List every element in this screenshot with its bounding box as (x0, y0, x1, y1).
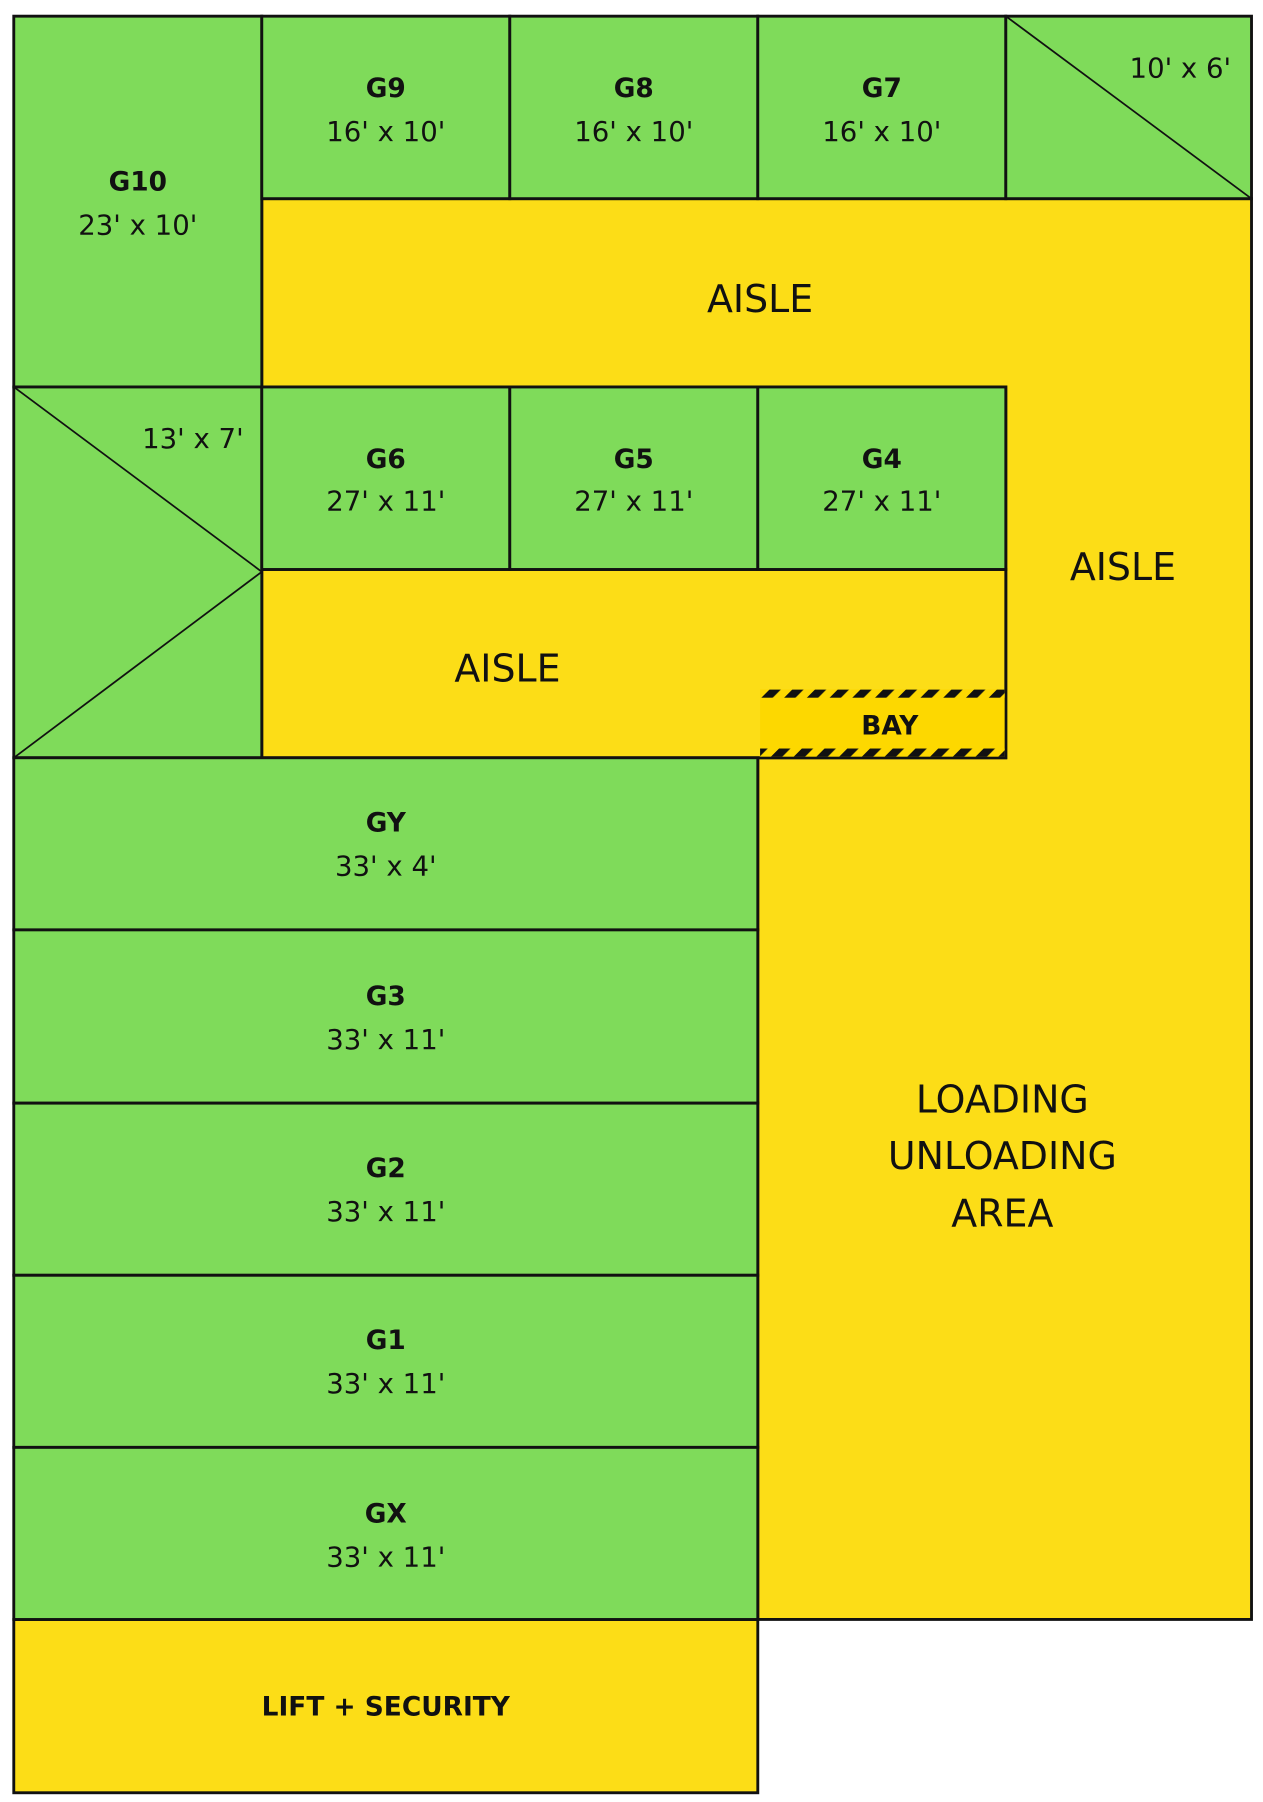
aisle-right-label: AISLE (1070, 545, 1176, 589)
unit-g10[interactable] (12, 14, 264, 389)
unit-size: 16' x 10' (574, 115, 693, 148)
unit-size: 27' x 11' (574, 484, 693, 517)
unit-g4[interactable] (756, 385, 1008, 571)
aisle-middle-label: AISLE (454, 646, 560, 690)
unit-label: G2 (366, 1153, 406, 1184)
unit-gx[interactable] (12, 1445, 760, 1621)
bay[interactable] (760, 689, 1005, 757)
unit-g8[interactable] (508, 14, 760, 201)
unit-label: G7 (862, 73, 902, 104)
unit-g9[interactable] (260, 14, 512, 201)
unit-label: G10 (109, 167, 167, 198)
unit-label: G3 (366, 981, 406, 1012)
unit-g6[interactable] (260, 385, 512, 571)
unit-corner-left[interactable] (12, 385, 264, 760)
aisle-top-label: AISLE (707, 277, 813, 321)
unit-size: 33' x 11' (326, 1367, 445, 1400)
bay-label: BAY (861, 711, 919, 742)
loading-area-label: AREA (951, 1192, 1053, 1236)
unit-label: GY (366, 808, 407, 839)
diagonal-line (1005, 15, 1253, 200)
unit-label: GX (365, 1498, 407, 1529)
unit-size: 13' x 7' (142, 422, 244, 455)
loading-area-label: LOADING (916, 1077, 1089, 1121)
unit-label: G1 (366, 1325, 406, 1356)
unit-label: G8 (614, 73, 654, 104)
unit-size: 33' x 11' (326, 1195, 445, 1228)
unit-g2[interactable] (12, 1101, 760, 1277)
unit-label: G5 (614, 444, 654, 475)
loading-area-label: UNLOADING (888, 1134, 1117, 1178)
lift-security-label: LIFT + SECURITY (262, 1691, 511, 1722)
unit-size: 33' x 4' (335, 850, 437, 883)
unit-size: 10' x 6' (1130, 51, 1232, 84)
unit-size: 27' x 11' (326, 484, 445, 517)
diagonal-line (13, 571, 263, 759)
unit-size: 33' x 11' (326, 1023, 445, 1056)
unit-size: 27' x 11' (822, 484, 941, 517)
unit-label: G4 (862, 444, 902, 475)
unit-size: 16' x 10' (822, 115, 941, 148)
unit-label: G6 (366, 444, 406, 475)
unit-gy[interactable] (12, 756, 760, 932)
unit-size: 33' x 11' (326, 1540, 445, 1573)
unit-g7[interactable] (756, 14, 1008, 201)
unit-size: 16' x 10' (326, 115, 445, 148)
unit-size: 23' x 10' (78, 208, 197, 241)
unit-g5[interactable] (508, 385, 760, 571)
unit-label: G9 (366, 73, 406, 104)
unit-g1[interactable] (12, 1273, 760, 1449)
unit-g3[interactable] (12, 928, 760, 1105)
diagonal-line (13, 386, 263, 573)
lift-security-area[interactable] (12, 1618, 760, 1795)
